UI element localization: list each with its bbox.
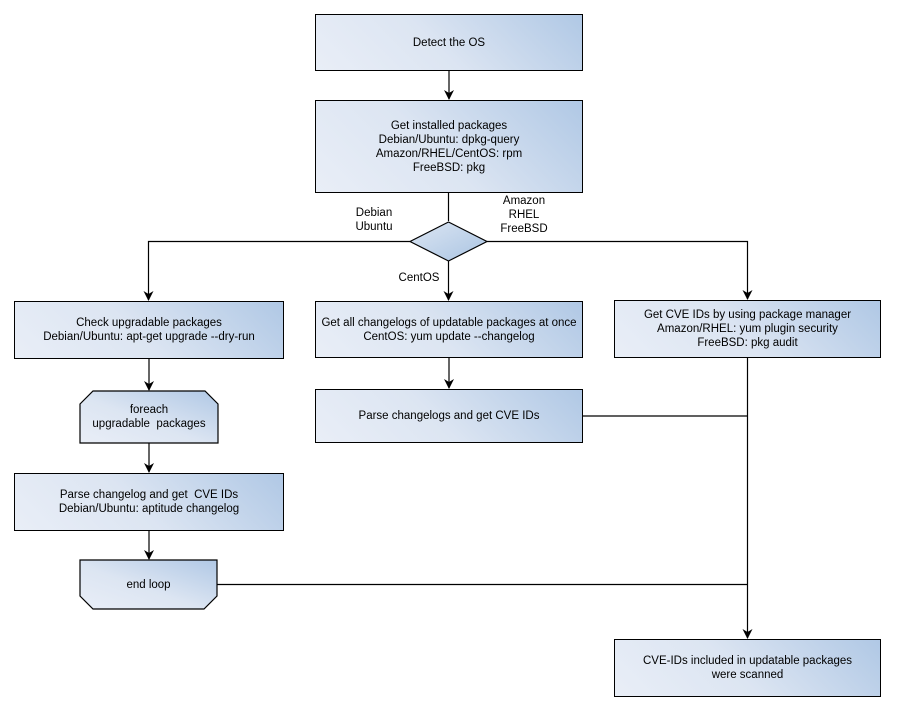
node-text-line: end loop (126, 578, 171, 591)
node-text-line: foreach (129, 404, 169, 416)
node-check-upgradable: Check upgradable packages Debian/Ubuntu:… (14, 301, 284, 359)
loop-start-shape (79, 390, 219, 444)
connector-decision-to-check-upgradable (143, 240, 410, 301)
node-get-installed-packages: Get installed packages Debian/Ubuntu: dp… (315, 100, 583, 193)
node-text-line: Get all changelogs of updatable packages… (321, 316, 577, 329)
node-result-scanned: CVE-IDs included in updatable packages w… (614, 639, 881, 697)
node-text-line: Amazon/RHEL: yum plugin security (657, 323, 838, 335)
node-text-line: Check upgradable packages (76, 317, 222, 329)
node-text-line: Get installed packages (390, 119, 508, 132)
edge-label-line: FreeBSD (500, 223, 548, 235)
node-text-line: FreeBSD: pkg (412, 161, 486, 174)
node-text-line: Get CVE IDs by using package manager (643, 309, 852, 321)
node-text-line: Debian/Ubuntu: apt-get upgrade --dry-run (43, 331, 255, 343)
node-text-line: CVE-IDs included in updatable packages (642, 655, 853, 667)
connector-decision-to-pkg-manager (487, 240, 753, 300)
node-detect-os: Detect the OS (315, 14, 583, 71)
node-get-cve-ids-package-manager: Get CVE IDs by using package manager Ama… (614, 300, 881, 358)
node-text-line: Parse changelog and get CVE IDs (59, 489, 239, 501)
loop-end: end loop (80, 560, 217, 609)
edge-label-line: RHEL (508, 209, 540, 221)
edge-label-line: Amazon (502, 195, 546, 207)
node-text-line: Debian/Ubuntu: aptitude changelog (58, 503, 240, 515)
loop-end-shape (79, 559, 218, 610)
node-text-line: Amazon/RHEL/CentOS: rpm (375, 147, 523, 160)
node-text-line: Parse changelogs and get CVE IDs (358, 410, 540, 422)
node-text-line: Debian/Ubuntu: dpkg-query (378, 133, 520, 146)
edge-label-line: Debian (355, 207, 393, 219)
loop-start-foreach: foreach upgradable packages (80, 391, 218, 443)
node-parse-changelog-debian: Parse changelog and get CVE IDs Debian/U… (14, 473, 284, 531)
node-get-changelogs-centos: Get all changelogs of updatable packages… (315, 301, 583, 358)
edge-label-debian-ubuntu: Debian Ubuntu (334, 206, 414, 234)
edge-label-line: Ubuntu (355, 221, 393, 233)
edge-label-line: CentOS (398, 272, 440, 284)
edge-label-centos: CentOS (389, 271, 449, 285)
decision-os-diamond (408, 221, 489, 262)
node-text-line: upgradable packages (92, 418, 206, 430)
node-text-line: CentOS: yum update --changelog (363, 330, 535, 343)
node-text-line: were scanned (711, 669, 784, 681)
node-text-line: FreeBSD: pkg audit (697, 337, 798, 349)
node-detect-os-text: Detect the OS (412, 36, 486, 49)
node-parse-changelogs-centos: Parse changelogs and get CVE IDs (315, 389, 583, 443)
edge-label-amazon-rhel-freebsd: Amazon RHEL FreeBSD (484, 194, 564, 236)
